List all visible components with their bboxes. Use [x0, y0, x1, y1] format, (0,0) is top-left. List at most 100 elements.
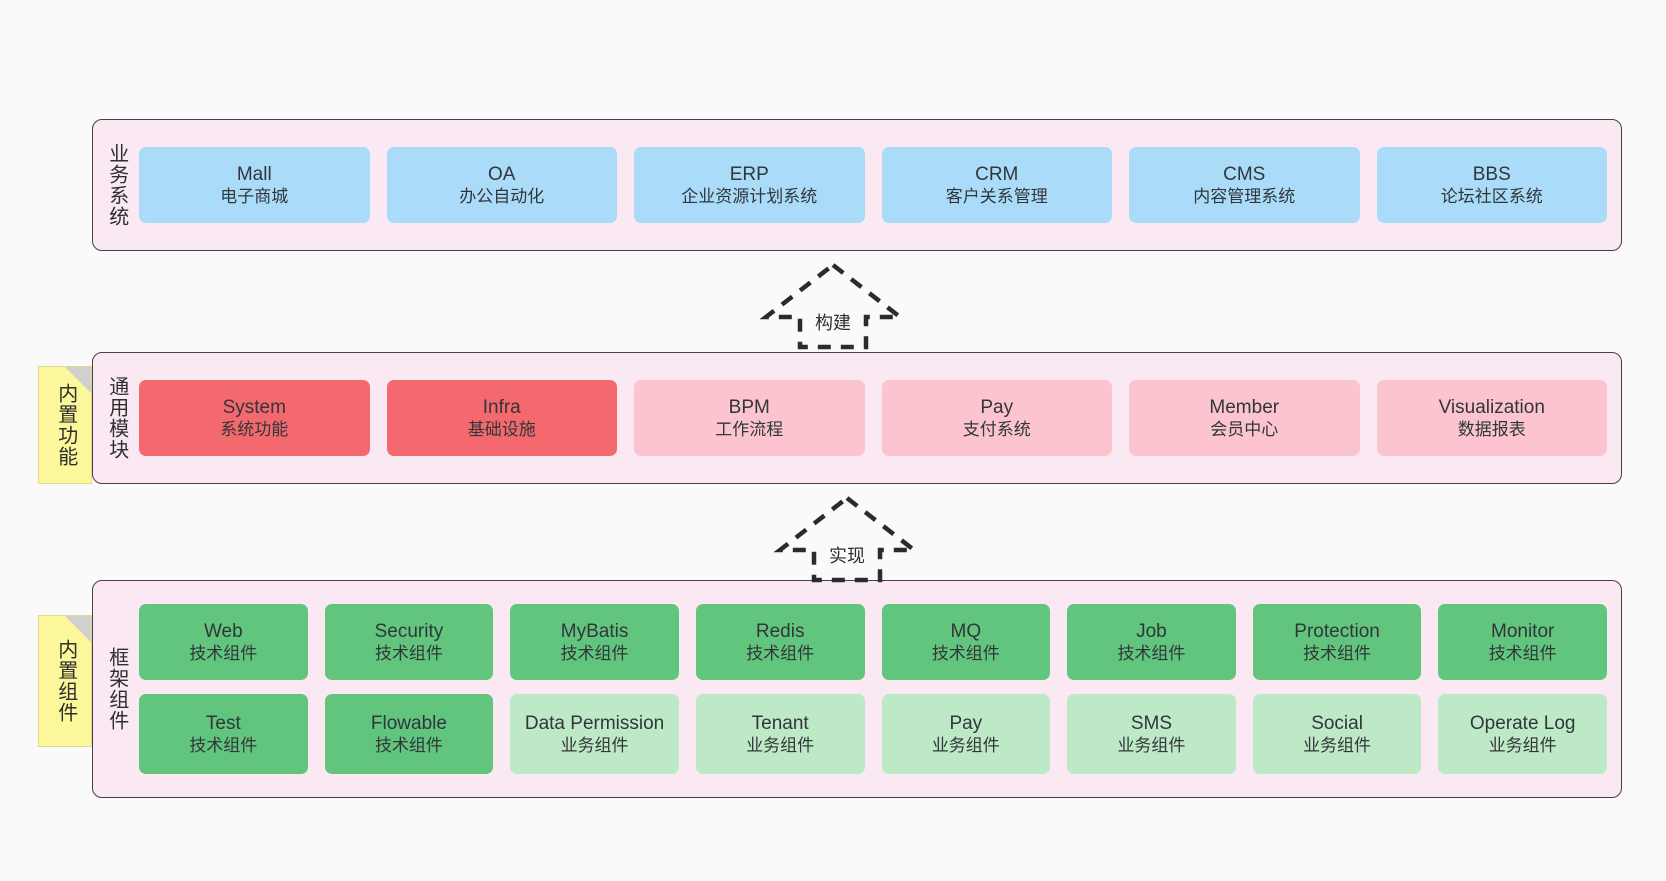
card-mq[interactable]: MQ 技术组件	[881, 604, 1051, 680]
framework-card-grid: Web 技术组件 Security 技术组件 MyBatis 技术组件 Redi…	[139, 581, 1621, 797]
card-cms[interactable]: CMS 内容管理系统	[1129, 147, 1360, 223]
card-social[interactable]: Social 业务组件	[1252, 694, 1422, 774]
card-title: Redis	[755, 620, 805, 642]
section-label-business-systems: 业务系统	[105, 143, 128, 227]
card-title: Web	[203, 620, 243, 642]
card-subtitle: 技术组件	[560, 644, 629, 664]
card-title: Pay	[949, 712, 983, 734]
card-system[interactable]: System 系统功能	[139, 380, 370, 456]
sticky-tab-builtin-components: 内置组件	[38, 615, 92, 747]
card-subtitle: 支付系统	[962, 420, 1031, 440]
connector-implement-label: 实现	[829, 546, 865, 566]
card-subtitle: 企业资源计划系统	[681, 187, 818, 207]
business-card-row: Mall 电子商城 OA 办公自动化 ERP 企业资源计划系统 CRM 客户关系…	[139, 147, 1607, 223]
card-security[interactable]: Security 技术组件	[324, 604, 494, 680]
card-title: OA	[488, 163, 516, 185]
card-sms[interactable]: SMS 业务组件	[1067, 694, 1236, 774]
card-title: ERP	[729, 163, 769, 185]
card-subtitle: 电子商城	[220, 187, 289, 207]
card-title: MyBatis	[560, 620, 629, 642]
card-subtitle: 技术组件	[1117, 644, 1186, 664]
card-operate-log[interactable]: Operate Log 业务组件	[1438, 694, 1607, 774]
section-common-modules: 通用模块 System 系统功能 Infra 基础设施 BPM 工作流程 Pay…	[92, 352, 1622, 484]
card-title: Data Permission	[524, 712, 665, 734]
card-subtitle: 内容管理系统	[1193, 187, 1296, 207]
common-card-grid: System 系统功能 Infra 基础设施 BPM 工作流程 Pay 支付系统…	[139, 353, 1621, 483]
card-subtitle: 工作流程	[715, 420, 784, 440]
card-subtitle: 系统功能	[220, 420, 289, 440]
card-subtitle: 业务组件	[560, 736, 629, 756]
card-oa[interactable]: OA 办公自动化	[386, 147, 617, 223]
card-subtitle: 技术组件	[931, 644, 1000, 664]
card-title: BPM	[728, 396, 770, 418]
card-subtitle: 业务组件	[1488, 736, 1557, 756]
card-bpm[interactable]: BPM 工作流程	[634, 380, 865, 456]
framework-card-row-business: Test 技术组件 Flowable 技术组件 Data Permission …	[139, 694, 1607, 774]
card-title: Job	[1136, 620, 1167, 642]
card-subtitle: 论坛社区系统	[1440, 187, 1543, 207]
card-job[interactable]: Job 技术组件	[1067, 604, 1236, 680]
card-title: Pay	[980, 396, 1014, 418]
card-title: CMS	[1223, 163, 1266, 185]
card-bbs[interactable]: BBS 论坛社区系统	[1376, 147, 1607, 223]
card-title: CRM	[975, 163, 1019, 185]
card-mybatis[interactable]: MyBatis 技术组件	[510, 604, 679, 680]
card-title: SMS	[1130, 712, 1173, 734]
card-test[interactable]: Test 技术组件	[139, 694, 308, 774]
card-title: Mall	[236, 163, 272, 185]
card-title: System	[222, 396, 286, 418]
card-title: BBS	[1472, 163, 1511, 185]
card-title: Operate Log	[1469, 712, 1576, 734]
card-subtitle: 会员中心	[1210, 420, 1279, 440]
card-title: Monitor	[1491, 620, 1555, 642]
card-visualization[interactable]: Visualization 数据报表	[1376, 380, 1607, 456]
card-subtitle: 业务组件	[931, 736, 1000, 756]
card-title: Visualization	[1438, 396, 1545, 418]
card-protection[interactable]: Protection 技术组件	[1252, 604, 1422, 680]
card-title: Tenant	[751, 712, 809, 734]
card-subtitle: 技术组件	[1488, 644, 1557, 664]
connector-build-label: 构建	[815, 313, 851, 333]
card-redis[interactable]: Redis 技术组件	[695, 604, 865, 680]
card-subtitle: 技术组件	[189, 736, 258, 756]
arrow-outline-build	[759, 262, 907, 350]
card-subtitle: 办公自动化	[459, 187, 545, 207]
connector-build: 构建	[759, 261, 907, 350]
card-crm[interactable]: CRM 客户关系管理	[881, 147, 1112, 223]
card-member[interactable]: Member 会员中心	[1129, 380, 1360, 456]
card-pay[interactable]: Pay 支付系统	[881, 380, 1112, 456]
sticky-tab-label: 内置功能	[54, 383, 77, 467]
card-subtitle: 技术组件	[189, 644, 258, 664]
card-web[interactable]: Web 技术组件	[139, 604, 308, 680]
card-infra[interactable]: Infra 基础设施	[386, 380, 617, 456]
sticky-tab-label: 内置组件	[54, 639, 77, 723]
card-mall[interactable]: Mall 电子商城	[139, 147, 370, 223]
card-erp[interactable]: ERP 企业资源计划系统	[634, 147, 865, 223]
section-framework-components: 框架组件 Web 技术组件 Security 技术组件 MyBatis 技术组件…	[92, 580, 1622, 798]
card-subtitle: 数据报表	[1457, 420, 1526, 440]
card-pay-business[interactable]: Pay 业务组件	[881, 694, 1051, 774]
section-label-common-modules: 通用模块	[105, 376, 128, 460]
card-subtitle: 技术组件	[746, 644, 815, 664]
card-title: Security	[374, 620, 444, 642]
card-subtitle: 业务组件	[1117, 736, 1186, 756]
card-subtitle: 基础设施	[467, 420, 536, 440]
card-subtitle: 业务组件	[746, 736, 815, 756]
card-subtitle: 技术组件	[374, 644, 443, 664]
card-flowable[interactable]: Flowable 技术组件	[324, 694, 494, 774]
business-card-grid: Mall 电子商城 OA 办公自动化 ERP 企业资源计划系统 CRM 客户关系…	[139, 120, 1621, 250]
card-subtitle: 技术组件	[1303, 644, 1372, 664]
card-monitor[interactable]: Monitor 技术组件	[1438, 604, 1607, 680]
card-title: MQ	[950, 620, 982, 642]
section-label-framework-components: 框架组件	[105, 647, 128, 731]
section-business-systems: 业务系统 Mall 电子商城 OA 办公自动化 ERP 企业资源计划系统 CRM…	[92, 119, 1622, 251]
sticky-tab-builtin-functions: 内置功能	[38, 366, 92, 484]
framework-card-row-technical: Web 技术组件 Security 技术组件 MyBatis 技术组件 Redi…	[139, 604, 1607, 680]
card-title: Flowable	[370, 712, 447, 734]
card-title: Test	[205, 712, 241, 734]
card-title: Protection	[1294, 620, 1380, 642]
card-data-permission[interactable]: Data Permission 业务组件	[510, 694, 679, 774]
card-subtitle: 客户关系管理	[945, 187, 1048, 207]
card-tenant[interactable]: Tenant 业务组件	[695, 694, 865, 774]
